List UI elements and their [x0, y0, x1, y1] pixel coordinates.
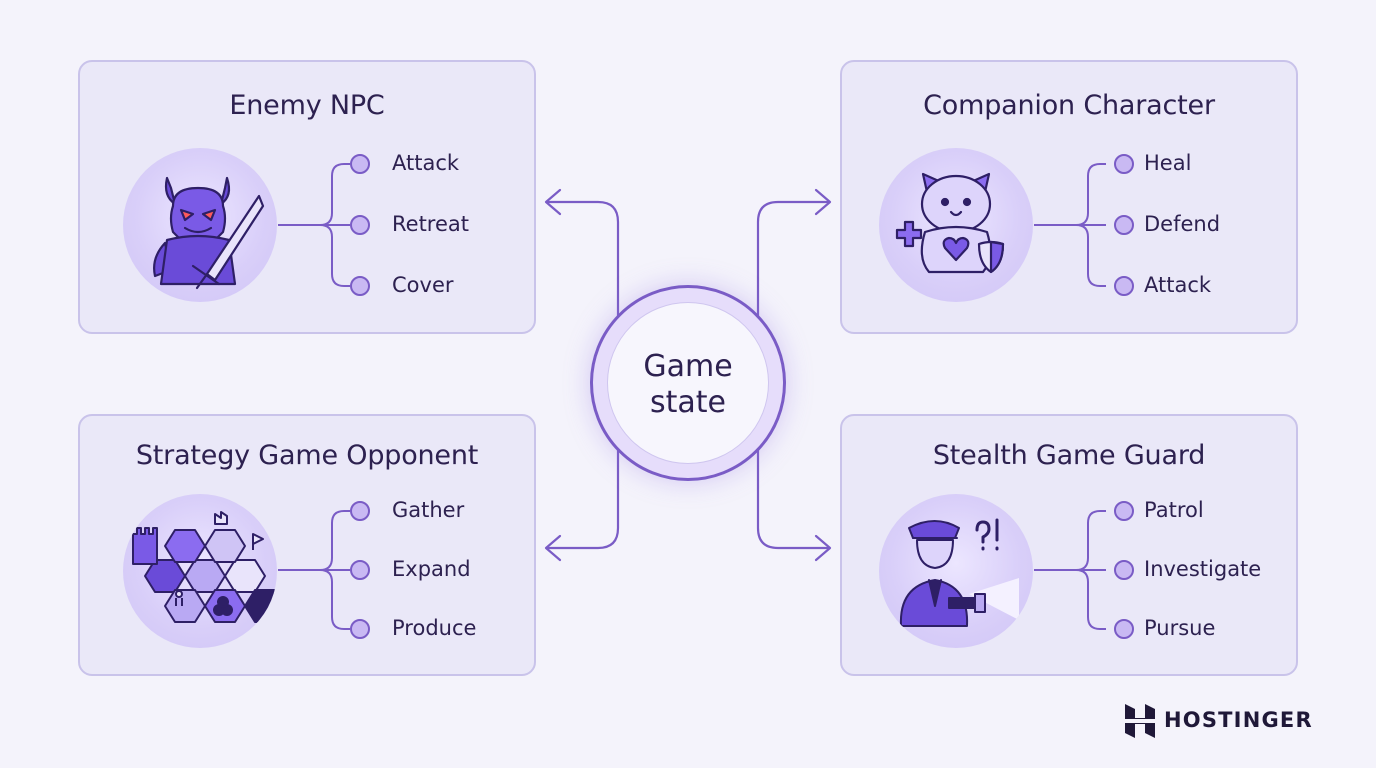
option-branches [278, 154, 370, 296]
card-title: Strategy Game Opponent [135, 440, 479, 471]
option-cover: Cover [392, 273, 454, 297]
game-state-inner: Game state [607, 302, 769, 464]
option-produce: Produce [392, 616, 477, 640]
option-defend: Defend [1144, 212, 1221, 236]
option-attack: Attack [1144, 273, 1212, 297]
card-strategy-game-opponent: Strategy Game Opponent [78, 414, 536, 676]
option-expand: Expand [392, 557, 471, 581]
card-enemy-npc: Enemy NPC [78, 60, 536, 334]
option-gather: Gather [392, 498, 465, 522]
brand-name: HOSTINGER [1164, 708, 1313, 732]
hostinger-logo-icon [1125, 704, 1155, 738]
option-heal: Heal [1144, 151, 1192, 175]
option-patrol: Patrol [1144, 498, 1204, 522]
option-branches [1034, 501, 1134, 639]
hex-map-icon [123, 494, 277, 648]
card-title: Stealth Game Guard [932, 440, 1206, 471]
option-pursue: Pursue [1144, 616, 1216, 640]
option-investigate: Investigate [1144, 557, 1262, 581]
game-state-node: Game state [590, 285, 786, 481]
card-companion-character: Companion Character [840, 60, 1298, 334]
game-state-label-line1: Game [643, 349, 733, 384]
option-attack: Attack [392, 151, 460, 175]
game-state-label-line2: state [650, 385, 726, 420]
card-title: Enemy NPC [229, 90, 385, 121]
demon-with-sword-icon [123, 148, 277, 302]
option-branches [1034, 154, 1134, 296]
option-retreat: Retreat [392, 212, 469, 236]
companion-bear-icon [879, 148, 1033, 302]
card-stealth-game-guard: Stealth Game Guard [840, 414, 1298, 676]
guard-with-flashlight-icon [879, 494, 1033, 648]
option-branches [278, 501, 370, 639]
card-title: Companion Character [923, 90, 1215, 121]
